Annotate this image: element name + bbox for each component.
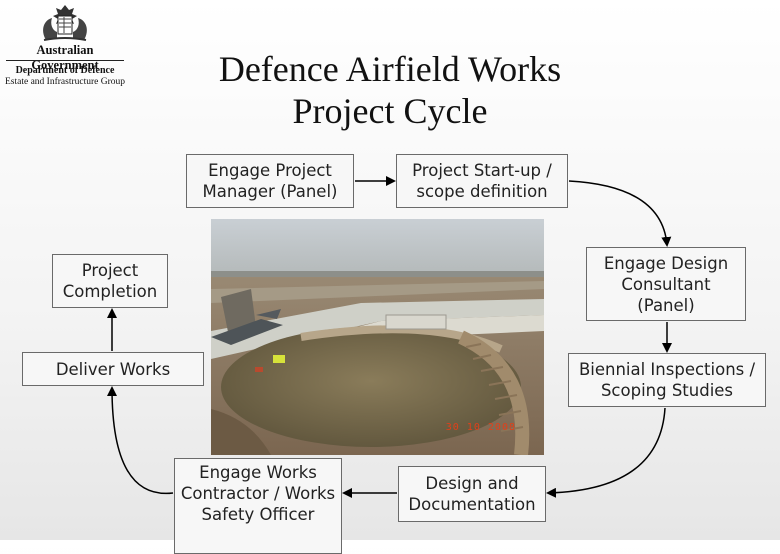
arrow-works-contractor-to-deliver — [112, 388, 173, 493]
arrow-startup-to-design-consultant — [569, 181, 667, 245]
cycle-arrows — [0, 0, 780, 540]
arrow-inspections-to-design-docs — [548, 408, 665, 493]
